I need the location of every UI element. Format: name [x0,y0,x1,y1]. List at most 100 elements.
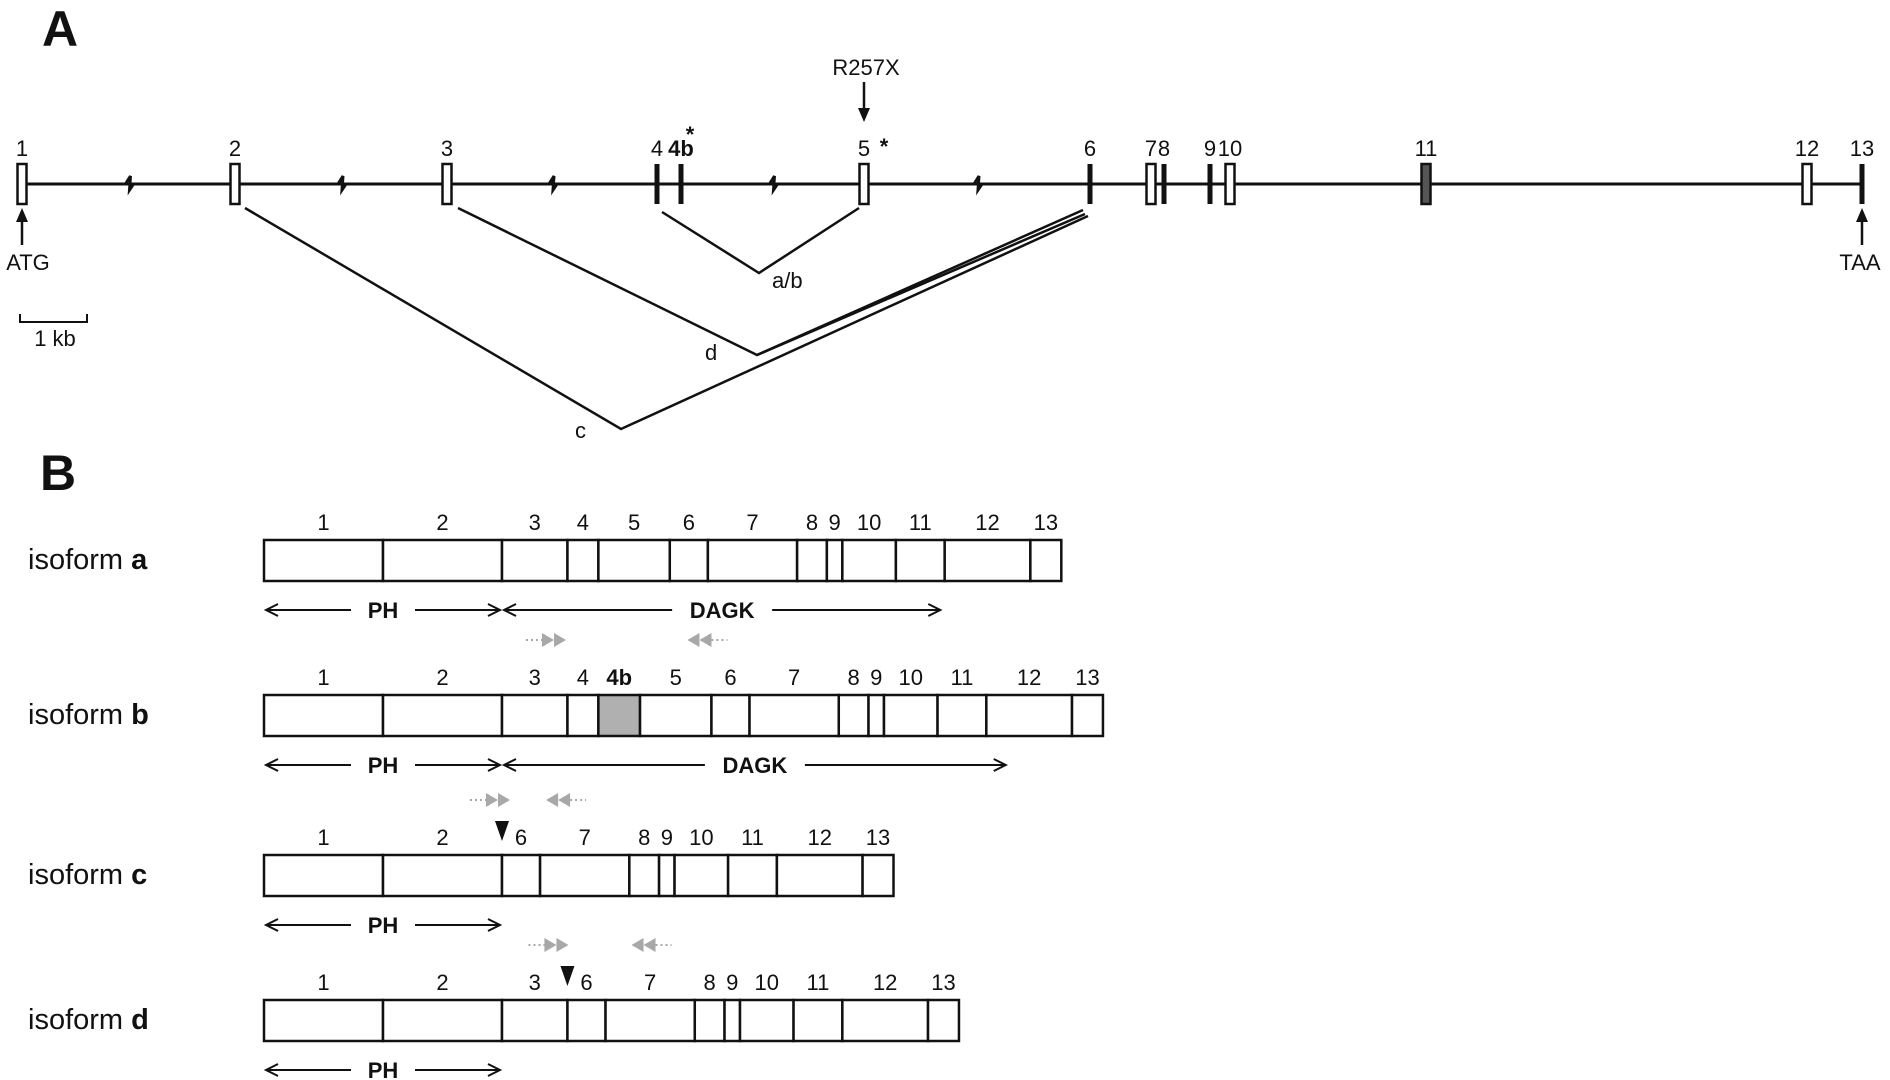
isoform-exon-number: 11 [807,970,830,995]
primer-reverse-icon [699,633,712,647]
isoform-exon-number: 6 [515,825,527,850]
arrowhead-right [487,603,503,617]
exon-2 [229,162,241,206]
panel-a-label: A [42,1,78,57]
axis-break-mark [543,175,561,196]
isoform-exon-number: 13 [931,970,955,995]
isoform-exon-number: 6 [724,665,736,690]
exon-8 [1161,164,1167,204]
isoform-exon-13 [861,853,895,898]
isoform-exon-number: 2 [436,665,448,690]
domain-label-ph: PH [368,753,399,778]
splice-line-d [457,206,1084,357]
exon-number-label: 7 [1145,136,1157,161]
splice-line-c [244,206,1089,431]
isoform-exon-number: 9 [726,970,738,995]
isoform-label: isoform c [28,859,147,891]
isoform-exon-13 [926,998,961,1043]
isoform-exon-number: 1 [317,510,329,535]
isoform-exon-number: 12 [1017,665,1041,690]
isoform-exon-number: 12 [975,510,999,535]
exon-number-label: 4b [668,136,694,161]
asterisk-marker: * [880,134,889,159]
isoform-exon-number: 3 [529,510,541,535]
isoform-exon-1 [262,998,385,1043]
isoform-exon-9 [657,853,676,898]
isoform-exon-6 [500,853,542,898]
arrowhead-right [993,758,1008,772]
isoform-exon-6 [668,538,710,583]
exon-number-label: 2 [229,136,241,161]
primer-reverse-icon [546,793,559,807]
isoform-exon-2 [381,538,504,583]
isoform-exon-12 [775,853,864,898]
primer-forward-icon [542,633,554,647]
exon-7 [1145,162,1157,206]
isoform-exon-number: 13 [1075,665,1099,690]
isoform-exon-9 [723,998,742,1043]
axis-break-mark [763,175,782,196]
isoform-exon-10 [738,998,795,1043]
isoform-exon-number: 10 [689,825,713,850]
isoform-exon-number: 4b [606,665,632,690]
isoform-exon-12 [943,538,1032,583]
isoform-exon-10 [882,693,939,738]
exon-number-label: 1 [16,136,28,161]
isoform-exon-number: 10 [755,970,779,995]
atg-arrow-head [16,208,28,222]
isoform-exon-11 [936,693,988,738]
axis-break-mark [968,175,986,196]
isoform-exon-number: 6 [683,510,695,535]
arrowhead-left [263,1063,279,1077]
isoform-exon-5 [638,693,713,738]
arrowhead-right [487,918,503,932]
start-codon-label: ATG [6,250,50,275]
isoform-exon-11 [726,853,779,898]
primer-reverse-icon [687,633,700,647]
isoform-exon-number: 13 [866,825,890,850]
exon-number-label: 11 [1415,136,1438,161]
exon-number-label: 6 [1084,136,1096,161]
isoform-exon-2 [381,853,504,898]
isoform-exon-3 [500,998,569,1043]
axis-break-mark [332,175,350,196]
isoform-exon-3 [500,693,569,738]
panel-b-label: B [40,445,76,501]
isoform-exon-number: 8 [704,970,716,995]
isoform-exon-4 [566,538,600,583]
mutation-arrow-head [858,108,870,122]
exon-number-label: 10 [1218,136,1242,161]
asterisk-marker: * [686,122,695,147]
isoform-exon-number: 8 [848,665,860,690]
splice-junction-marker [495,821,509,841]
domain-label-ph: PH [368,913,399,938]
isoform-exon-11 [792,998,844,1043]
isoform-exon-10 [841,538,898,583]
stop-codon-label: TAA [1839,250,1880,275]
scale-bar [19,314,88,323]
isoform-exon-number: 4 [577,510,589,535]
isoform-exon-4b [597,693,642,738]
exon-number-label: 5 [858,136,870,161]
domain-label-dagk: DAGK [722,753,787,778]
splice-label-d: d [705,340,717,365]
isoform-exon-12 [985,693,1074,738]
primer-forward-icon [554,633,566,647]
exon-13 [1859,164,1865,204]
splice-junction-marker [560,966,575,986]
isoform-exon-13 [1029,538,1063,583]
splice-line-ab [661,206,860,275]
splice-label-c: c [575,418,586,443]
exon-6 [1087,164,1093,204]
isoform-exon-number: 7 [579,825,591,850]
isoform-exon-11 [894,538,946,583]
arrowhead-right [487,1063,503,1077]
isoform-exon-number: 9 [828,510,840,535]
isoform-exon-number: 2 [436,825,448,850]
isoform-exon-number: 2 [436,970,448,995]
domain-label-dagk: DAGK [690,598,755,623]
